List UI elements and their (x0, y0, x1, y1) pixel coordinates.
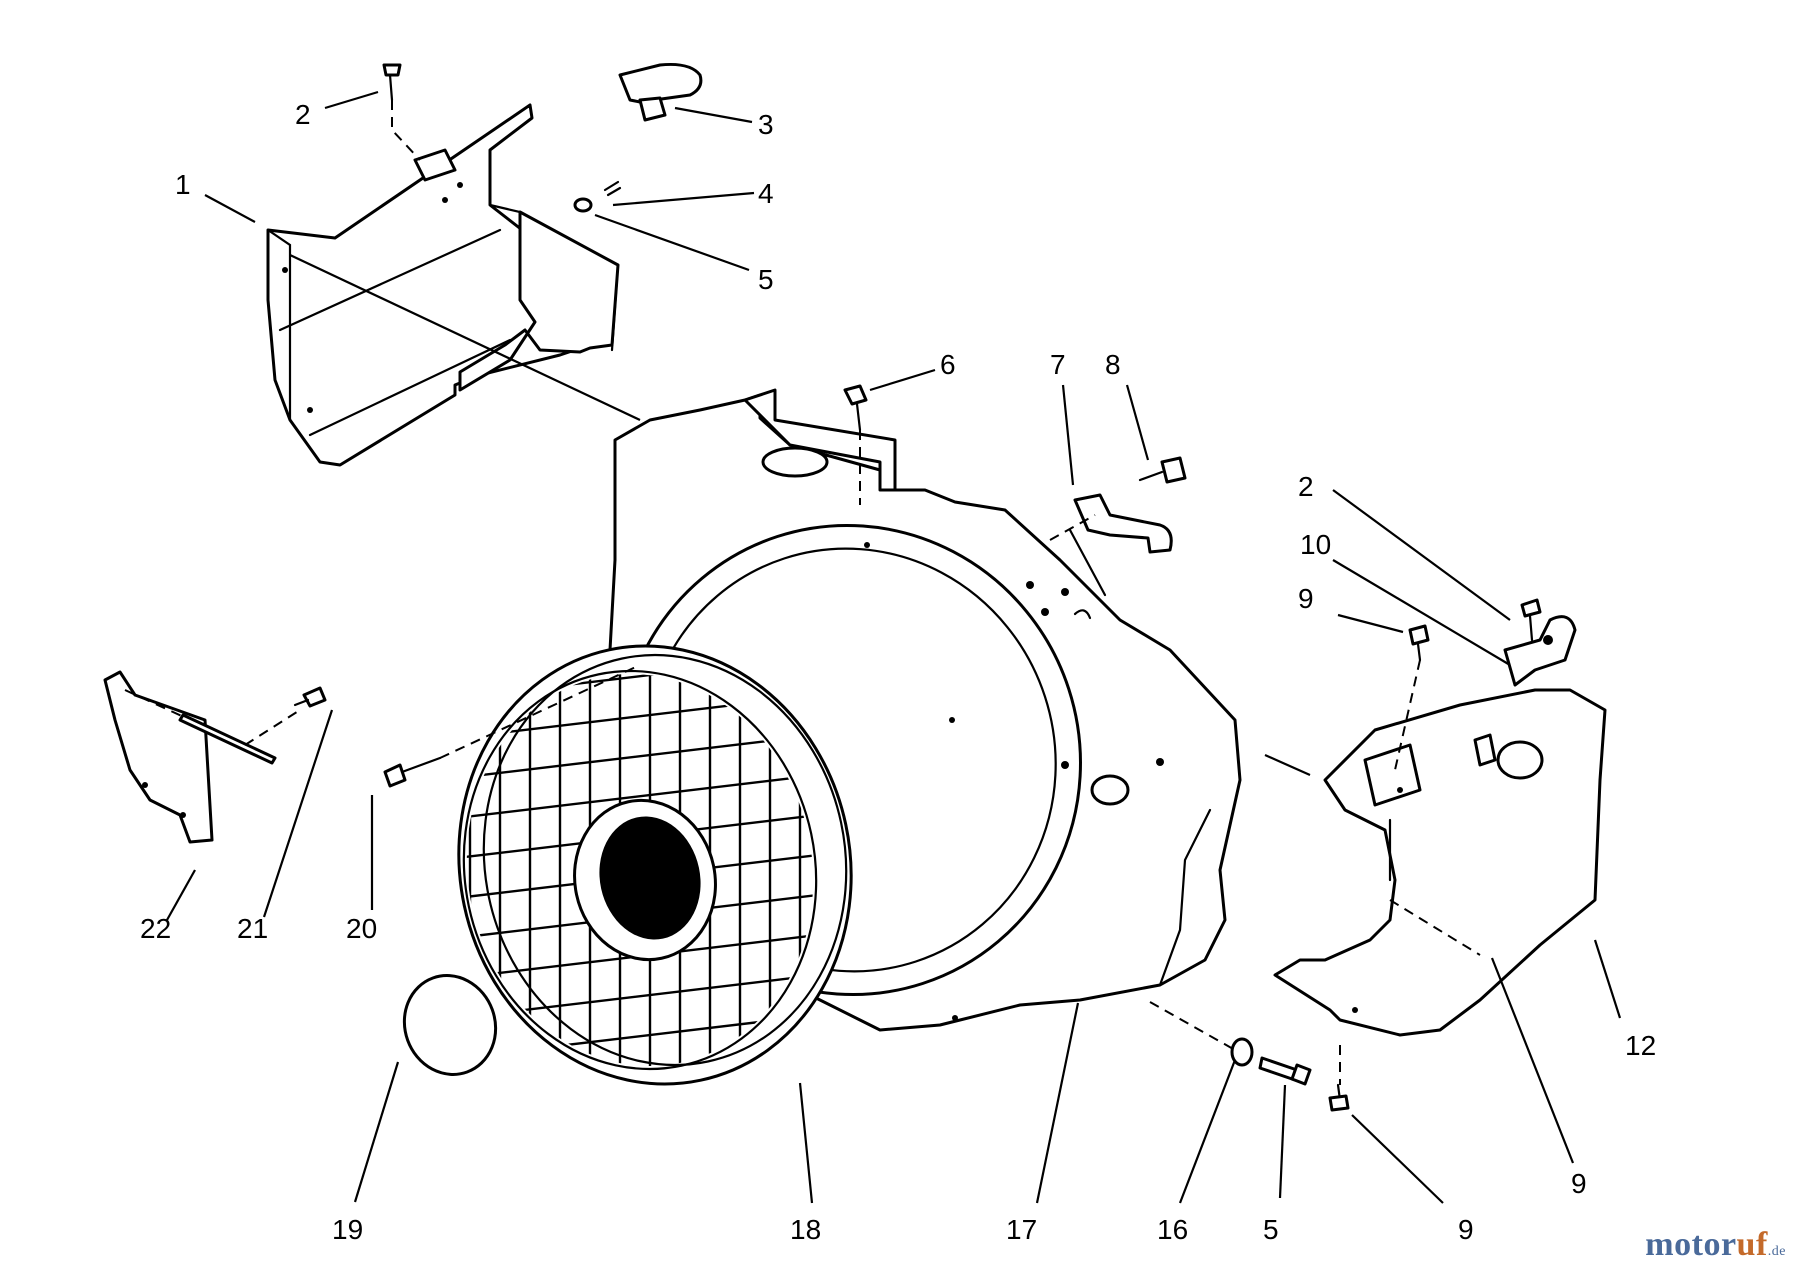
watermark-logo: motoruf.de (1645, 1226, 1786, 1264)
callout-5-top: 5 (758, 264, 774, 295)
watermark-part-b: uf (1736, 1226, 1768, 1263)
callout-5-bottom: 5 (1263, 1214, 1279, 1245)
part-3-clip (618, 63, 703, 122)
assembly-line-12 (1264, 753, 1311, 777)
watermark-part-a: motor (1645, 1226, 1737, 1263)
callout-2-right: 2 (1298, 471, 1314, 502)
callout-7: 7 (1050, 349, 1066, 380)
callout-20: 20 (346, 913, 377, 944)
part-2-screw-right (1520, 598, 1542, 642)
part-8-bolt (1138, 456, 1187, 484)
callout-3: 3 (758, 109, 774, 140)
part-7-clamp (1049, 493, 1173, 554)
part-5-bolt-bottom (1258, 1056, 1312, 1086)
part-21-rod (178, 686, 327, 765)
part-12-cover (1273, 688, 1607, 1037)
part-16-washer (1149, 1001, 1254, 1067)
part-9-screw-bottom (1328, 1045, 1350, 1112)
callout-9-right: 9 (1298, 583, 1314, 614)
callout-6: 6 (940, 349, 956, 380)
part-22-bracket (103, 670, 246, 844)
callout-22: 22 (140, 913, 171, 944)
part-9-screw-right (1394, 624, 1430, 771)
callout-10: 10 (1300, 529, 1331, 560)
watermark-part-c: .de (1767, 1244, 1786, 1259)
callout-8: 8 (1105, 349, 1121, 380)
callout-9-bottom: 9 (1458, 1214, 1474, 1245)
part-19-cap (402, 974, 498, 1076)
part-20-screw (383, 664, 641, 788)
assembly-line-1 (289, 254, 641, 421)
callout-17: 17 (1006, 1214, 1037, 1245)
callout-9-mid: 9 (1571, 1168, 1587, 1199)
callout-4: 4 (758, 178, 774, 209)
callout-1: 1 (175, 169, 191, 200)
callout-leaders (166, 90, 1622, 1204)
callout-18: 18 (790, 1214, 821, 1245)
part-1-cover (266, 103, 620, 467)
part-10-bracket (1503, 615, 1577, 687)
callout-21: 21 (237, 913, 268, 944)
callout-12: 12 (1625, 1030, 1656, 1061)
callout-2-top: 2 (295, 99, 311, 130)
part-2-screw-top (382, 63, 421, 161)
part-18-fan-grille (439, 644, 853, 1099)
callout-16: 16 (1157, 1214, 1188, 1245)
part-4-5-fasteners (573, 180, 622, 213)
part-6-screw (843, 384, 868, 505)
callout-19: 19 (332, 1214, 363, 1245)
